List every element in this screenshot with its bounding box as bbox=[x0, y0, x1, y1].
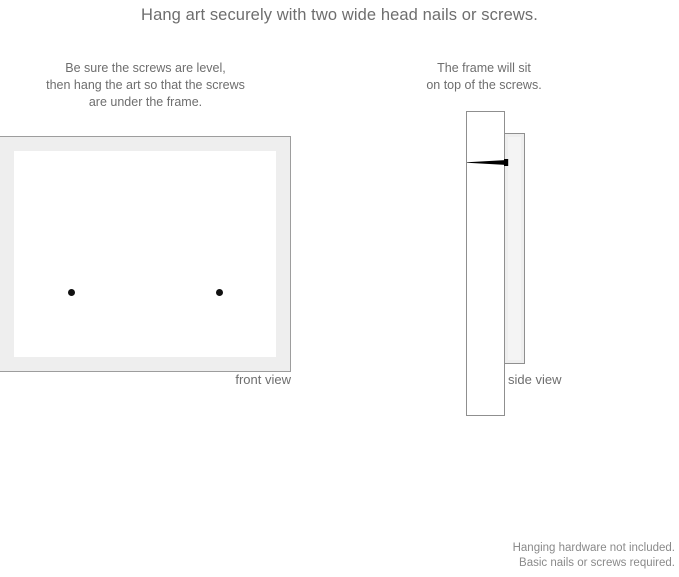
footer-disclaimer: Hanging hardware not included. Basic nai… bbox=[513, 541, 675, 571]
side-view-caption-line-1: The frame will sit bbox=[437, 61, 531, 75]
front-view-illustration bbox=[0, 136, 291, 372]
picture-frame-side-profile bbox=[504, 133, 525, 364]
front-view-caption: Be sure the screws are level, then hang … bbox=[0, 60, 291, 111]
wall-slab bbox=[466, 111, 505, 416]
side-view-caption: The frame will sit on top of the screws. bbox=[384, 60, 584, 94]
footer-line-2: Basic nails or screws required. bbox=[519, 557, 675, 569]
page-title: Hang art securely with two wide head nai… bbox=[141, 6, 538, 24]
nail-icon bbox=[467, 159, 510, 166]
footer-line-1: Hanging hardware not included. bbox=[512, 542, 675, 554]
front-view-label: front view bbox=[235, 372, 291, 387]
side-view-illustration bbox=[466, 111, 586, 421]
front-view-caption-line-3: are under the frame. bbox=[88, 95, 203, 109]
picture-frame-mat-area bbox=[14, 151, 276, 357]
side-view-label: side view bbox=[508, 372, 562, 387]
picture-frame-side-inner bbox=[508, 137, 521, 360]
left-screw-icon bbox=[68, 289, 75, 296]
right-screw-icon bbox=[216, 289, 223, 296]
side-view-caption-line-2: on top of the screws. bbox=[426, 78, 542, 92]
front-view-caption-line-2: then hang the art so that the screws bbox=[46, 78, 245, 92]
front-view-caption-line-1: Be sure the screws are level, bbox=[65, 61, 226, 75]
